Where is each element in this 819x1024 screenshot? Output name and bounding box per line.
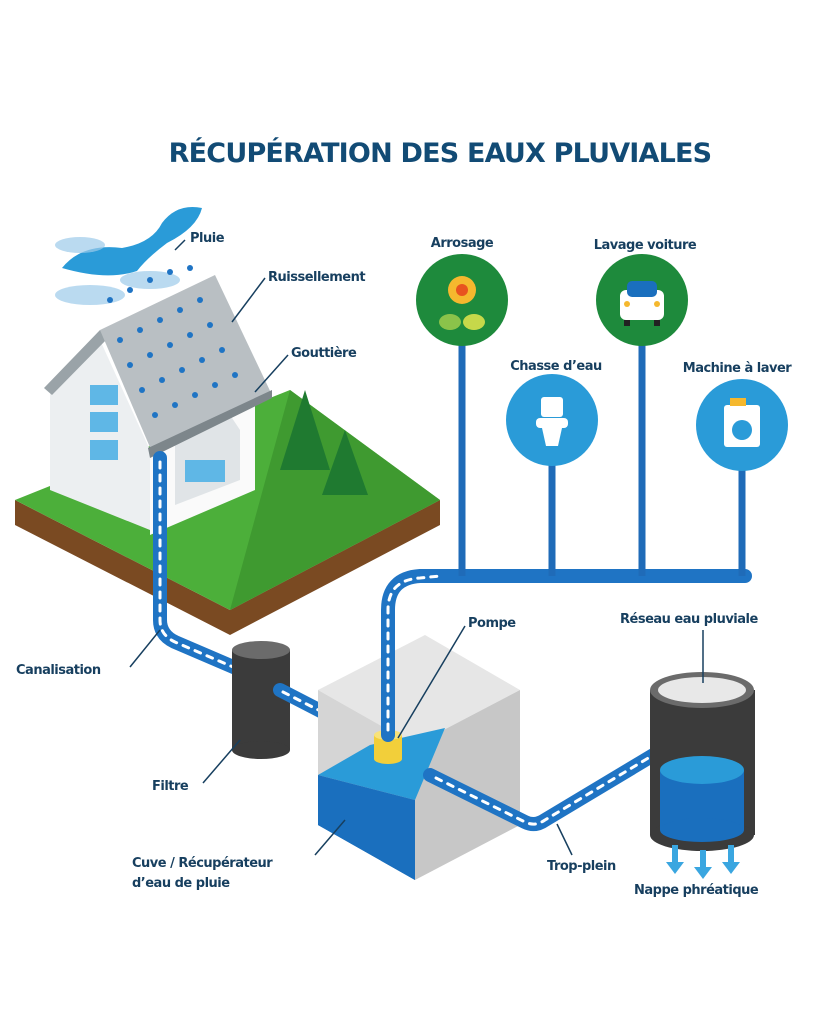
washing-machine-icon (724, 398, 760, 447)
tank (318, 635, 520, 880)
label-arrosage: Arrosage (431, 236, 494, 251)
use-lavage-voiture (596, 254, 688, 346)
label-lavage-voiture: Lavage voiture (594, 238, 697, 253)
sunflower-icon (439, 276, 485, 330)
label-cuve-line1: Cuve / Récupérateur (132, 856, 273, 871)
label-nappe: Nappe phréatique (634, 883, 759, 898)
label-gouttiere: Gouttière (291, 346, 357, 361)
toilet-icon (536, 397, 568, 446)
groundwater-arrows-icon (666, 845, 740, 879)
label-machine-a-laver: Machine à laver (683, 361, 793, 376)
label-filtre: Filtre (152, 779, 189, 794)
use-arrosage (416, 254, 508, 346)
label-pompe: Pompe (468, 616, 516, 631)
use-machine-a-laver (696, 379, 788, 471)
page-title: RÉCUPÉRATION DES EAUX PLUVIALES (169, 137, 712, 169)
label-reseau: Réseau eau pluviale (620, 612, 758, 627)
label-pluie: Pluie (190, 231, 225, 246)
label-ruissellement: Ruissellement (268, 270, 365, 285)
label-trop-plein: Trop-plein (547, 859, 616, 874)
label-cuve-line2: d’eau de pluie (132, 876, 230, 891)
label-chasse-eau: Chasse d’eau (510, 359, 602, 374)
tree-icon (280, 390, 368, 495)
stormwater-network-cylinder (650, 672, 755, 851)
filter-cylinder (232, 641, 290, 759)
label-canalisation: Canalisation (16, 663, 101, 678)
use-chasse-eau (506, 374, 598, 466)
house (44, 265, 272, 535)
car-icon (620, 281, 664, 326)
